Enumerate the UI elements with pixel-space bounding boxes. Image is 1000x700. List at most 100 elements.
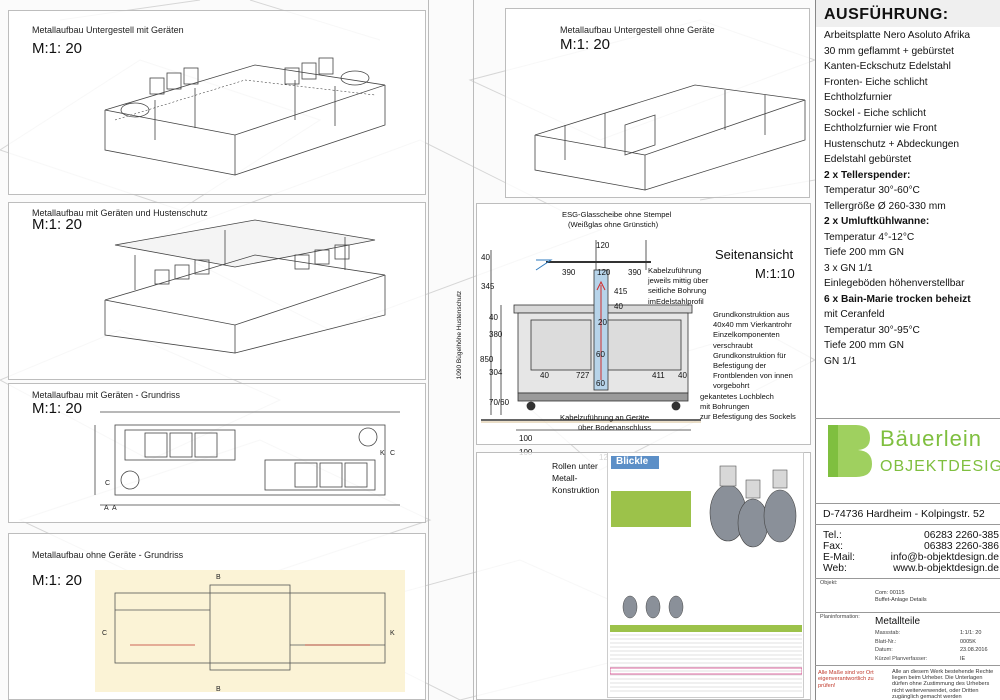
svg-text:B: B <box>216 574 221 581</box>
construction-note-line: verschraubt <box>713 340 753 350</box>
perforated-note: gekantetes Lochblech mit Bohrungen zur B… <box>700 392 796 423</box>
dim-850: 850 <box>480 355 494 364</box>
contact-value[interactable]: www.b-objektdesign.de <box>893 563 999 574</box>
company-address: D-74736 Hardheim - Kolpingstr. 52 <box>823 508 985 520</box>
spec-line: 2 x Umluftkühlwanne: <box>824 216 930 227</box>
cable-note-line: Kabelzuführung <box>648 266 702 275</box>
cable-note: Kabelzuführung jeweils mittig über seitl… <box>648 266 708 307</box>
construction-note-line: Einzelkomponenten <box>713 330 780 340</box>
spec-title-bar <box>816 0 1000 27</box>
spec-line: Kanten-Eckschutz Edelstahl <box>824 61 951 72</box>
cable-note-line: imEdelstahlprofil <box>648 296 704 306</box>
panel-undercarriage-without-devices <box>505 8 810 198</box>
floor-note-2: über Bodenanschluss <box>578 423 652 432</box>
perforated-note-line: gekantetes Lochblech <box>700 392 774 401</box>
dim-40-b: 40 <box>614 302 623 311</box>
divider <box>815 418 1000 419</box>
panel-label: Metallaufbau mit Geräten - Grundriss <box>32 390 181 400</box>
svg-text:A: A <box>112 505 117 512</box>
divider <box>815 612 1000 613</box>
divider <box>473 0 474 700</box>
title-block-key: Blatt-Nr.: <box>875 638 897 645</box>
dim-415: 415 <box>614 287 628 296</box>
dim-60-b: 60 <box>596 379 605 388</box>
contact-key: Fax: <box>823 541 844 552</box>
scale-label: M:1: 20 <box>560 36 611 53</box>
spec-line: Hustenschutz + Abdeckungen <box>824 138 960 150</box>
scale-label: M:1: 20 <box>32 400 83 417</box>
side-view-drawing <box>481 240 701 431</box>
dim-727: 727 <box>576 371 590 380</box>
construction-note-line: Frontblenden von innen <box>713 371 793 381</box>
side-view-title: Seitenansicht <box>715 247 794 262</box>
spec-line: 6 x Bain-Marie trocken beheizt <box>824 293 971 305</box>
spec-line: Echtholzfurnier <box>824 92 892 103</box>
panel-label: Metallaufbau Untergestell ohne Geräte <box>560 25 715 35</box>
contact-value: 06383 2260-386 <box>923 541 999 552</box>
dim-304: 304 <box>489 368 503 377</box>
spec-line: Tellergröße Ø 260-330 mm <box>824 200 946 212</box>
dim-411: 411 <box>652 371 665 380</box>
contact-row: Fax: 06383 2260-386 <box>823 541 999 552</box>
company-name: Bäuerlein <box>880 426 982 451</box>
svg-text:B: B <box>216 686 221 693</box>
company-subname: OBJEKTDESIGN <box>880 458 1000 475</box>
construction-note-line: 40x40 mm Vierkantrohr <box>713 320 792 330</box>
spec-line: GN 1/1 <box>824 355 857 367</box>
scale-label: M:1: 20 <box>32 40 83 57</box>
spec-line: Tiefe 200 mm GN <box>824 340 905 351</box>
spec-line: Temperatur 4°-12°C <box>824 231 915 243</box>
contact-value[interactable]: info@b-objektdesign.de <box>890 552 999 563</box>
scale-label: M:1: 20 <box>32 216 83 233</box>
floor-note: Kabelzuführung an Geräte <box>560 413 650 422</box>
datasheet-header-bar <box>611 491 691 527</box>
construction-note-line: Grundkonstruktion für <box>713 350 787 360</box>
panel-label: Metallaufbau mit Geräten und Hustenschut… <box>32 208 208 218</box>
title-block-value: 23.08.2016 <box>960 647 988 653</box>
construction-note-line: vorgebohrt <box>713 381 750 391</box>
construction-note-line: Befestigung der <box>713 361 767 371</box>
title-block-value: 0005K <box>960 638 976 645</box>
castor-label: Rollen unter Metall-Konstruktion <box>552 461 600 495</box>
title-block-key: Massstab: <box>875 630 901 636</box>
contact-row: Web:www.b-objektdesign.de <box>823 563 999 574</box>
glass-note: ESG-Glasscheibe ohne Stempel <box>562 210 672 219</box>
spec-sidebar: AUSFÜHRUNG: Arbeitsplatte Nero Asoluto A… <box>815 0 1000 700</box>
dim-top-120: 120 <box>596 241 610 250</box>
construction-note-line: Grundkonstruktion aus <box>713 310 790 319</box>
objekt-value-2: Buffet-Anlage Details <box>875 597 927 603</box>
objekt-value: Com: 00115 <box>875 590 905 596</box>
contact-value: 06283 2260-385 <box>923 530 999 541</box>
divider <box>815 665 1000 666</box>
spec-line: Edelstahl gebürstet <box>824 154 912 165</box>
svg-text:C: C <box>390 450 395 457</box>
planinfo-label: Planinformation: <box>820 614 860 620</box>
objekt-label: Objekt: <box>820 580 838 586</box>
contact-row: E-Mail:info@b-objektdesign.de <box>823 552 999 563</box>
copyright-disclaimer: Alle an diesem Werk bestehende Rechte li… <box>892 669 994 700</box>
divider <box>815 578 1000 579</box>
dim-20: 20 <box>598 318 607 327</box>
dim-100-a: 100 <box>519 434 533 443</box>
title-block-key: Kürzel Planverfasser: <box>875 655 928 662</box>
brand-badge <box>611 456 659 469</box>
dim-345: 345 <box>481 282 495 291</box>
perforated-note-line: mit Bohrungen <box>700 402 750 412</box>
dim-40-e: 40 <box>678 371 687 380</box>
spec-line: Tiefe 200 mm GN <box>824 247 905 258</box>
spec-line: Sockel - Eiche schlicht <box>824 107 926 119</box>
divider <box>428 0 429 700</box>
svg-text:C: C <box>105 480 110 487</box>
spec-title: AUSFÜHRUNG: <box>824 6 949 23</box>
scale-label: M:1: 20 <box>32 572 83 589</box>
spec-line: 2 x Tellerspender: <box>824 169 911 181</box>
spec-line: mit Ceranfeld <box>824 309 885 320</box>
measurement-disclaimer: Alle Maße sind vor Ort eigenverantwortli… <box>818 670 874 689</box>
iso-drawing-undercarriage-devices <box>104 57 386 176</box>
dim-380: 380 <box>489 330 503 339</box>
side-view-scale: M:1:10 <box>755 266 795 281</box>
dim-70-60: 70/60 <box>489 398 510 407</box>
svg-text:C: C <box>102 630 107 637</box>
